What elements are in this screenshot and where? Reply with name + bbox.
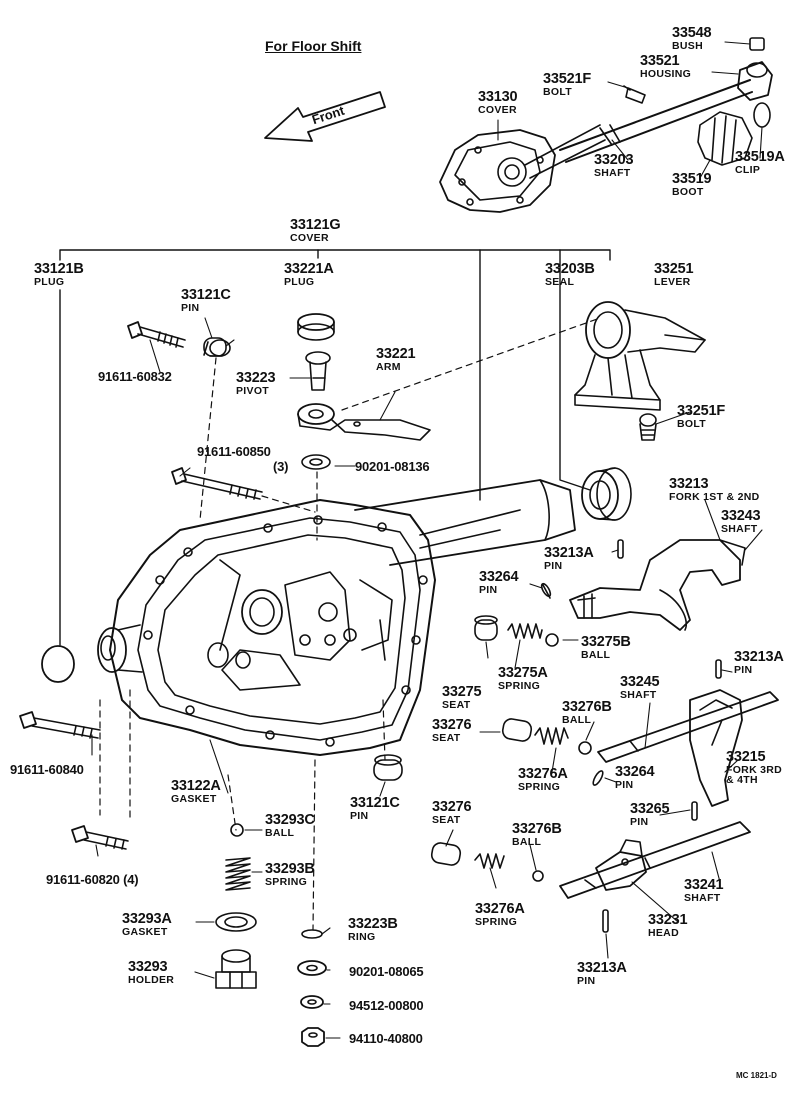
arm-33221	[297, 403, 431, 441]
partno-94512-00800: 94512-00800	[349, 998, 424, 1013]
partno-94110-40800: 94110-40800	[349, 1031, 423, 1046]
plug-33121B	[41, 645, 75, 683]
shift-forks	[430, 539, 779, 933]
partno-91611-60820: 91611-60820 (4)	[46, 872, 139, 887]
transmission-housing	[97, 467, 632, 756]
partno-90201-08065: 90201-08065	[349, 964, 424, 979]
bolt-33251F	[639, 413, 657, 441]
front-arrow	[264, 91, 386, 142]
pin-33121C-lower	[373, 754, 403, 781]
partno-91611-60850: 91611-60850	[197, 444, 271, 459]
partno-90201-08136: 90201-08136	[355, 459, 430, 474]
drawing-code: MC 1821-D	[736, 1071, 777, 1080]
partno-quantity-3: (3)	[273, 459, 289, 474]
floor-shift-assembly	[439, 37, 773, 213]
bolt-91611-60840	[19, 711, 101, 739]
partno-91611-60832: 91611-60832	[98, 369, 172, 384]
diagram-title: For Floor Shift	[265, 38, 362, 54]
upper-small-parts	[127, 313, 335, 500]
cover-bracket	[59, 249, 611, 646]
assembly-dashed-lines	[99, 317, 601, 931]
lever-33251	[574, 301, 706, 411]
bolt-91611-60820	[71, 825, 129, 850]
partno-91611-60840: 91611-60840	[10, 762, 84, 777]
leader-lines	[91, 41, 763, 1039]
detent-stack	[215, 823, 327, 1047]
